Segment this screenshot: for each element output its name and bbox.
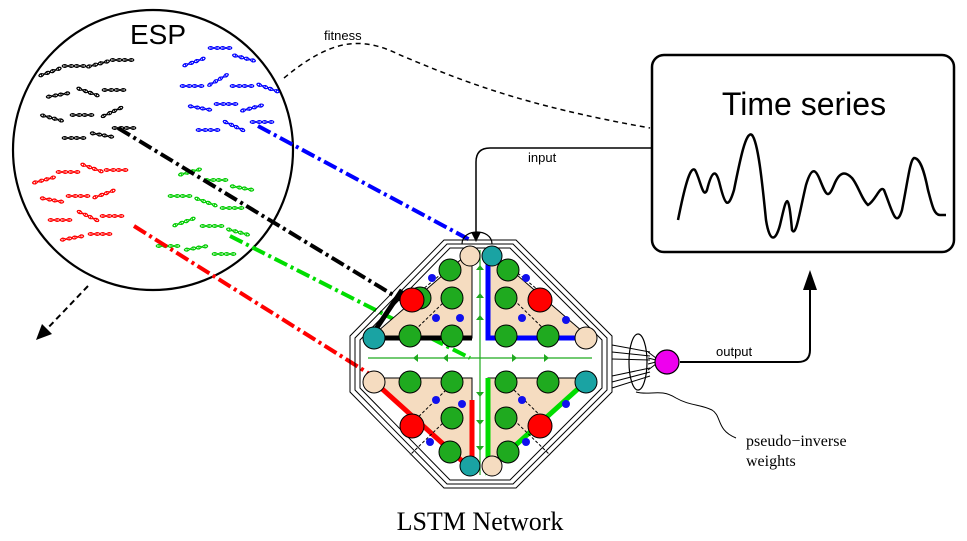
network-title: LSTM Network: [397, 507, 564, 536]
arrow-down-left-icon: [36, 285, 89, 340]
time-series-title: Time series: [722, 86, 886, 122]
fitness-link: [283, 42, 651, 129]
green-connector-arrows: [413, 265, 549, 451]
cross-connectors: [368, 250, 592, 475]
network-frame: [349, 231, 651, 489]
output-label: output: [716, 344, 753, 359]
input-link: [471, 147, 652, 242]
genome-connectors: [116, 124, 471, 380]
weights-label: weights: [746, 453, 796, 470]
weights-bundle: [628, 333, 648, 391]
nodes-top-right: [481, 245, 598, 350]
lstm-network: [349, 231, 651, 489]
time-series-signal: [676, 133, 946, 239]
output-node: [654, 349, 680, 375]
connector-red: [132, 224, 378, 380]
fitness-label: fitness: [324, 28, 362, 43]
nodes-top-left: [362, 245, 481, 350]
pseudo-inverse-pointer: [635, 391, 737, 439]
input-label: input: [528, 150, 557, 165]
nodes-bottom-left: [362, 370, 481, 477]
output-readout: [628, 333, 680, 391]
connector-black: [116, 126, 410, 306]
esp-circle-outline: [11, 8, 295, 292]
pseudo-inverse-label: pseudo−inverse: [746, 433, 847, 450]
arrow-up-icon: [803, 270, 817, 290]
esp-population-circle: ESP: [11, 8, 295, 292]
connector-blue: [257, 124, 471, 242]
time-series-frame: [650, 53, 956, 254]
time-series-box: Time series: [650, 53, 956, 254]
connector-green: [229, 234, 471, 360]
esp-title: ESP: [130, 19, 186, 50]
output-link: [680, 270, 817, 363]
nodes-bottom-right: [481, 370, 598, 477]
